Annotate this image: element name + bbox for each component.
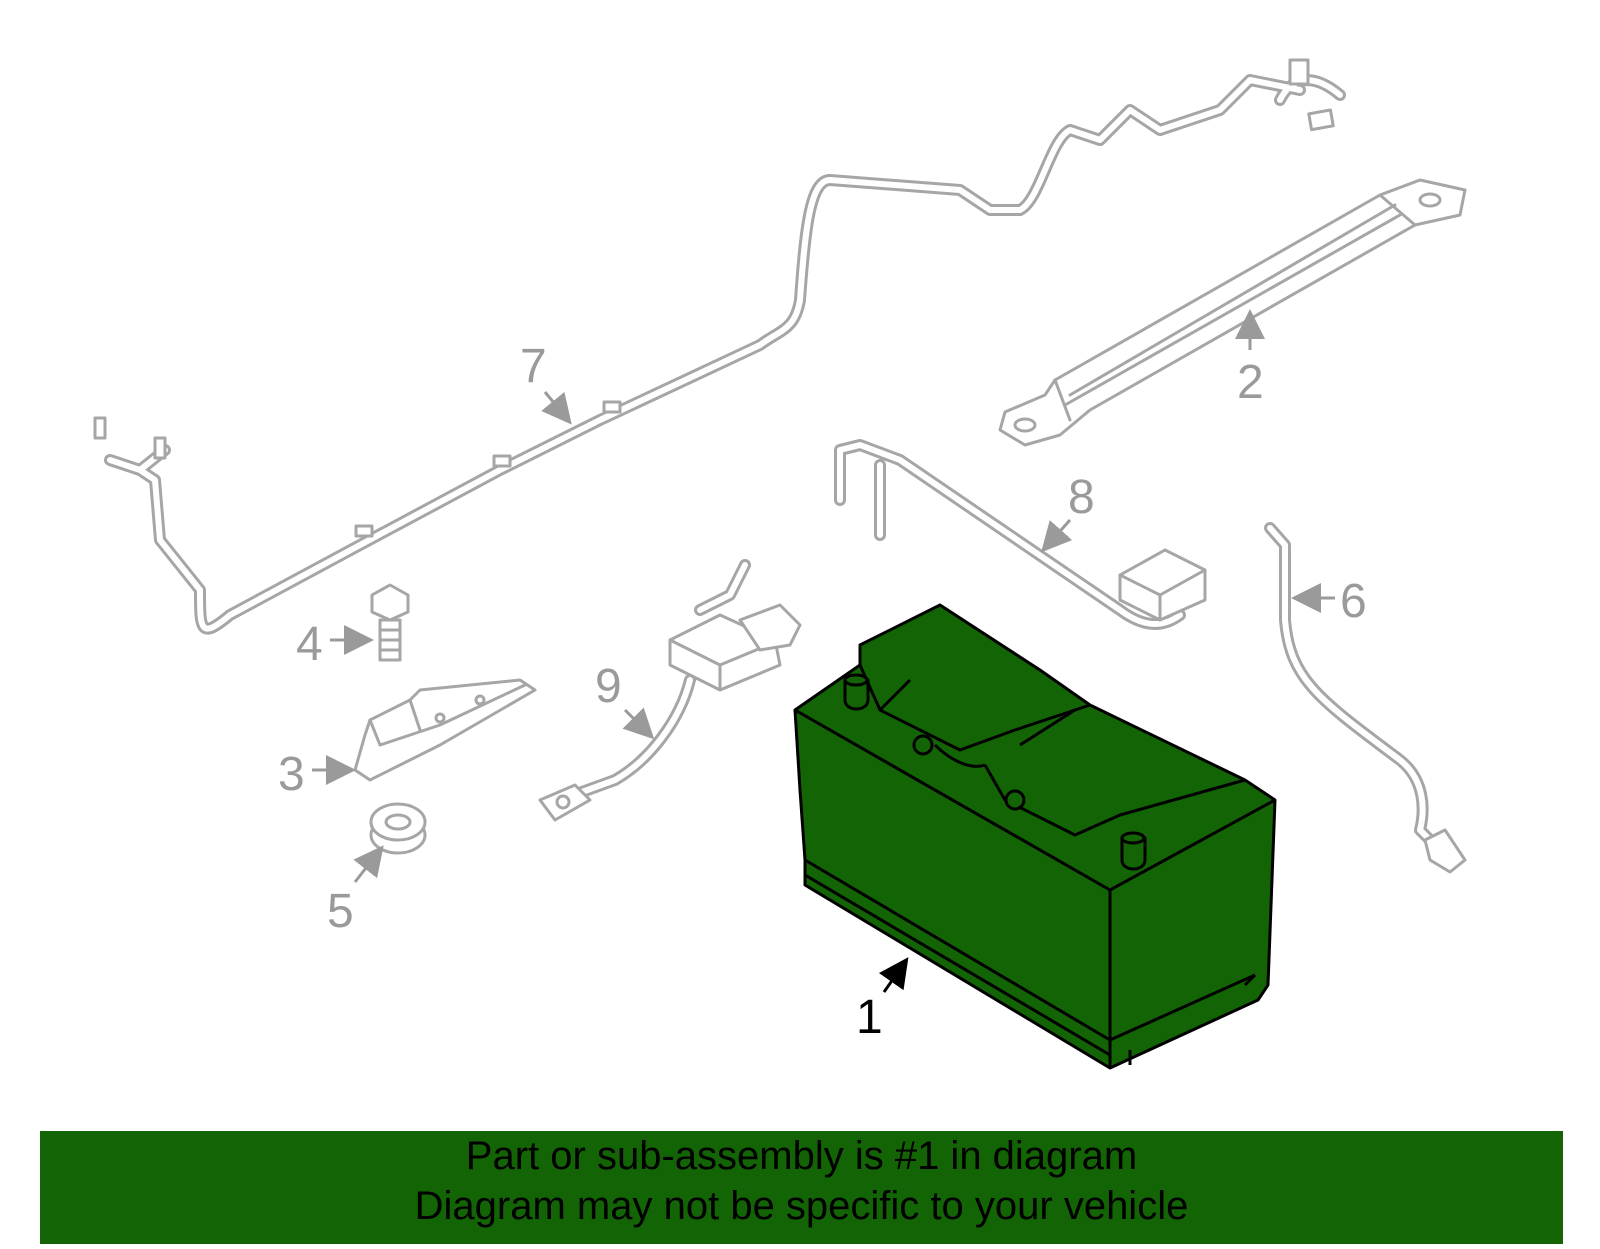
callout-2: 2 bbox=[1237, 356, 1264, 409]
info-banner: Part or sub-assembly is #1 in diagram Di… bbox=[40, 1131, 1563, 1244]
hold-down-bar-part-2 bbox=[998, 178, 1467, 447]
cable-part-8 bbox=[834, 439, 1207, 631]
callout-4: 4 bbox=[296, 618, 323, 671]
banner-line-1: Part or sub-assembly is #1 in diagram bbox=[465, 1134, 1138, 1178]
callout-8: 8 bbox=[1068, 471, 1095, 524]
banner-line-2: Diagram may not be specific to your vehi… bbox=[414, 1184, 1189, 1228]
callout-3: 3 bbox=[278, 748, 305, 801]
parts-diagram: 1 2 3 4 5 6 7 8 9 bbox=[93, 58, 1467, 1070]
callout-5: 5 bbox=[327, 885, 354, 938]
callout-7: 7 bbox=[520, 340, 547, 393]
bolt-part-4 bbox=[370, 583, 410, 662]
battery-part-1 bbox=[793, 603, 1277, 1070]
wiring-harness-part-7 bbox=[93, 58, 1346, 635]
bracket-part-3 bbox=[353, 678, 537, 782]
callout-1: 1 bbox=[856, 991, 883, 1044]
grommet-part-5 bbox=[369, 802, 427, 855]
sensor-lead-part-6 bbox=[1264, 522, 1467, 874]
callout-6: 6 bbox=[1340, 575, 1367, 628]
callout-arrows bbox=[312, 309, 1335, 993]
callout-9: 9 bbox=[595, 660, 622, 713]
terminal-cable-part-9 bbox=[538, 559, 802, 822]
